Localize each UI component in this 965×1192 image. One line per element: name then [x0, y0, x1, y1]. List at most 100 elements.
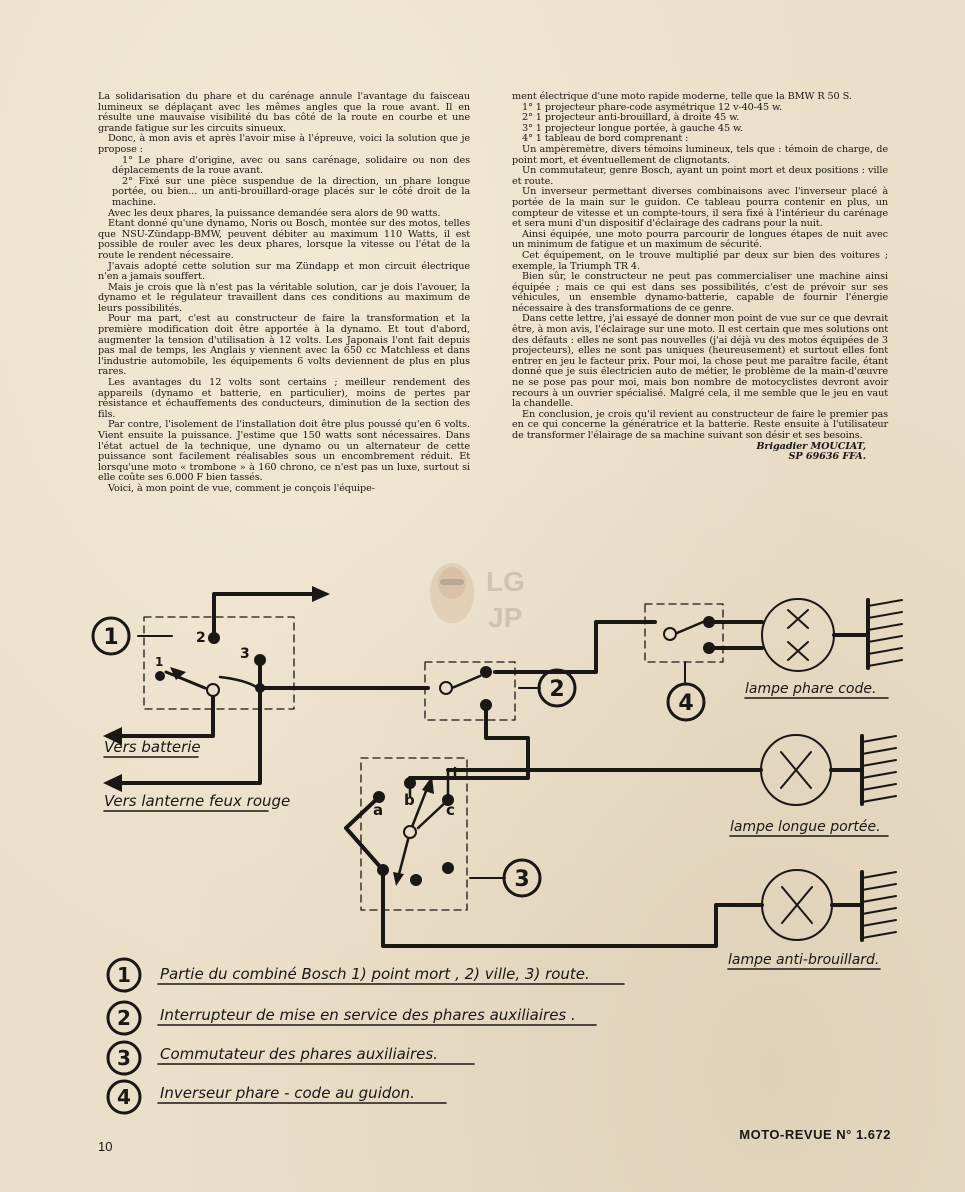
author-signature: Brigadier MOUCIAT, SP 69636 FFA. — [512, 440, 888, 463]
pivot — [439, 681, 453, 695]
svg-text:LG: LG — [486, 566, 525, 597]
contact-a — [373, 791, 385, 803]
legend-text-2: Interrupteur de mise en service des phar… — [160, 1006, 576, 1024]
lamp-phare-code — [761, 598, 835, 672]
article-list-item: 2° Fixé sur une pièce suspendue de la di… — [112, 175, 470, 208]
contact-terminal — [254, 654, 266, 666]
lamp-code-filaments — [787, 609, 809, 661]
label-vers-lanterne: Vers lanterne feux rouge — [104, 792, 290, 810]
contact-terminal — [208, 632, 220, 644]
lamp-anti-filament — [781, 886, 813, 924]
switch-4-arm — [675, 620, 705, 635]
label-vers-batterie: Vers batterie — [104, 738, 201, 756]
switch-3-wire-a — [344, 795, 385, 872]
contact-terminal — [480, 666, 492, 678]
label-lampe-longue-portee: lampe longue portée. — [730, 819, 881, 835]
article-paragraph: Pour ma part, c'est au constructeur de f… — [98, 313, 470, 378]
article-left-column: La solidarisation du phare et du carénag… — [98, 91, 470, 495]
article-list-item: 3° 1 projecteur longue portée, à gauche … — [522, 122, 744, 134]
contact-terminal — [410, 874, 422, 886]
contact-label-a: a — [373, 801, 383, 819]
legend-marker — [106, 1040, 142, 1076]
pivot — [663, 627, 677, 641]
legend-number-2: 2 — [117, 1006, 131, 1030]
article-list-item: 2° 1 projecteur anti-brouillard, à droit… — [522, 112, 740, 124]
diagram-number-2: 2 — [549, 677, 564, 702]
page-number: 10 — [98, 1139, 113, 1154]
contact-terminal — [480, 699, 492, 711]
wire-to-commutateur — [453, 703, 530, 780]
switch-box-combine-bosch — [143, 616, 295, 710]
legend-text-3: Commutateur des phares auxiliaires. — [160, 1045, 438, 1063]
contact-label-3: 3 — [240, 646, 250, 662]
diagram-marker-1 — [91, 616, 131, 656]
diagram-marker-4 — [666, 682, 706, 722]
article-paragraph: Un ampèremètre, divers témoins lumineux,… — [512, 143, 888, 166]
switch-3-arm-down — [396, 830, 412, 880]
wire-terminal-2 — [212, 592, 317, 640]
article-paragraph: Bien sûr, le constructeur ne peut pas co… — [512, 271, 888, 314]
contact-terminal — [703, 642, 715, 654]
article-paragraph: Donc, à mon avis et après l'avoir mise à… — [98, 133, 470, 155]
wire-lanterne — [118, 686, 262, 785]
wire-to-inverseur — [493, 620, 657, 674]
author-name: Brigadier MOUCIAT, — [756, 440, 866, 452]
legend-number-3: 3 — [117, 1046, 131, 1070]
switch-box-commutateur — [360, 757, 468, 911]
contact-label-b: b — [404, 791, 415, 809]
diagram-number-1: 1 — [103, 625, 118, 650]
article-paragraph: Un inverseur permettant diverses combina… — [512, 186, 888, 230]
diagram-marker-3 — [502, 858, 542, 898]
contact-junction — [255, 683, 265, 693]
article-paragraph: Un commutateur, genre Bosch, ayant un po… — [512, 165, 888, 187]
ground-hatch — [861, 871, 897, 939]
diagram-marker-2 — [537, 668, 577, 708]
arrow-head-right — [312, 586, 330, 602]
article-paragraph: Par contre, l'isolement de l'installatio… — [98, 419, 470, 484]
diagram-number-4: 4 — [678, 691, 693, 716]
label-lampe-phare-code: lampe phare code. — [745, 681, 876, 697]
arrow-head-left — [103, 727, 122, 745]
legend-text-1: Partie du combiné Bosch 1) point mort , … — [160, 965, 590, 983]
legend-marker — [106, 1079, 142, 1115]
pivot — [403, 825, 417, 839]
arrow-head-left — [103, 774, 122, 792]
article-paragraph: Ainsi équipée, une moto pourra parcourir… — [512, 228, 888, 251]
diagram-number-3: 3 — [514, 867, 529, 892]
article-list-item: 1° 1 projecteur phare-code asymétrique 1… — [522, 101, 783, 113]
article-paragraph: Mais je crois que là n'est pas la vérita… — [98, 281, 470, 314]
article-list-item: 1° Le phare d'origine, avec ou sans caré… — [112, 154, 470, 177]
article-paragraph: Les avantages du 12 volts sont certains … — [98, 377, 470, 420]
contact-terminal — [703, 616, 715, 628]
wire-batterie — [118, 695, 215, 738]
article-list-item: 4° 1 tableau de bord comprenant : — [522, 133, 689, 145]
switch-box-interrupteur — [424, 661, 516, 721]
contact-terminal — [377, 864, 389, 876]
svg-text:JP: JP — [488, 602, 522, 633]
switch-arm — [164, 670, 207, 690]
contact-label-c: c — [446, 801, 455, 819]
article-paragraph: Cet équipement, on le trouve multiplié p… — [512, 249, 888, 272]
article-paragraph: Dans cette lettre, j'ai essayé de donner… — [512, 313, 888, 410]
switch-2-arm — [450, 674, 482, 690]
lamp-longue-filament — [780, 751, 812, 789]
wire-terminal-3 — [258, 658, 430, 690]
pivot — [206, 683, 220, 697]
contact-label-1: 1 — [155, 655, 163, 669]
contact-terminal — [155, 671, 165, 681]
legend-number-1: 1 — [117, 963, 131, 987]
article-paragraph: La solidarisation du phare et du carénag… — [98, 91, 470, 134]
switch-arc — [218, 675, 260, 690]
label-lampe-anti-brouillard: lampe anti-brouillard. — [728, 952, 879, 968]
legend-marker — [106, 957, 142, 993]
article-paragraph: J'avais adopté cette solution sur ma Zün… — [98, 260, 470, 283]
article-paragraph: Etant donné qu'une dynamo, Noris ou Bosc… — [98, 218, 470, 261]
article-paragraph: Avec les deux phares, la puissance deman… — [108, 207, 441, 219]
contact-terminal — [442, 862, 454, 874]
article-right-column: ment électrique d'une moto rapide modern… — [512, 91, 888, 463]
article-paragraph: ment électrique d'une moto rapide modern… — [512, 91, 852, 102]
article-paragraph: Voici, à mon point de vue, comment je co… — [108, 482, 375, 494]
ground-hatch — [867, 599, 903, 667]
